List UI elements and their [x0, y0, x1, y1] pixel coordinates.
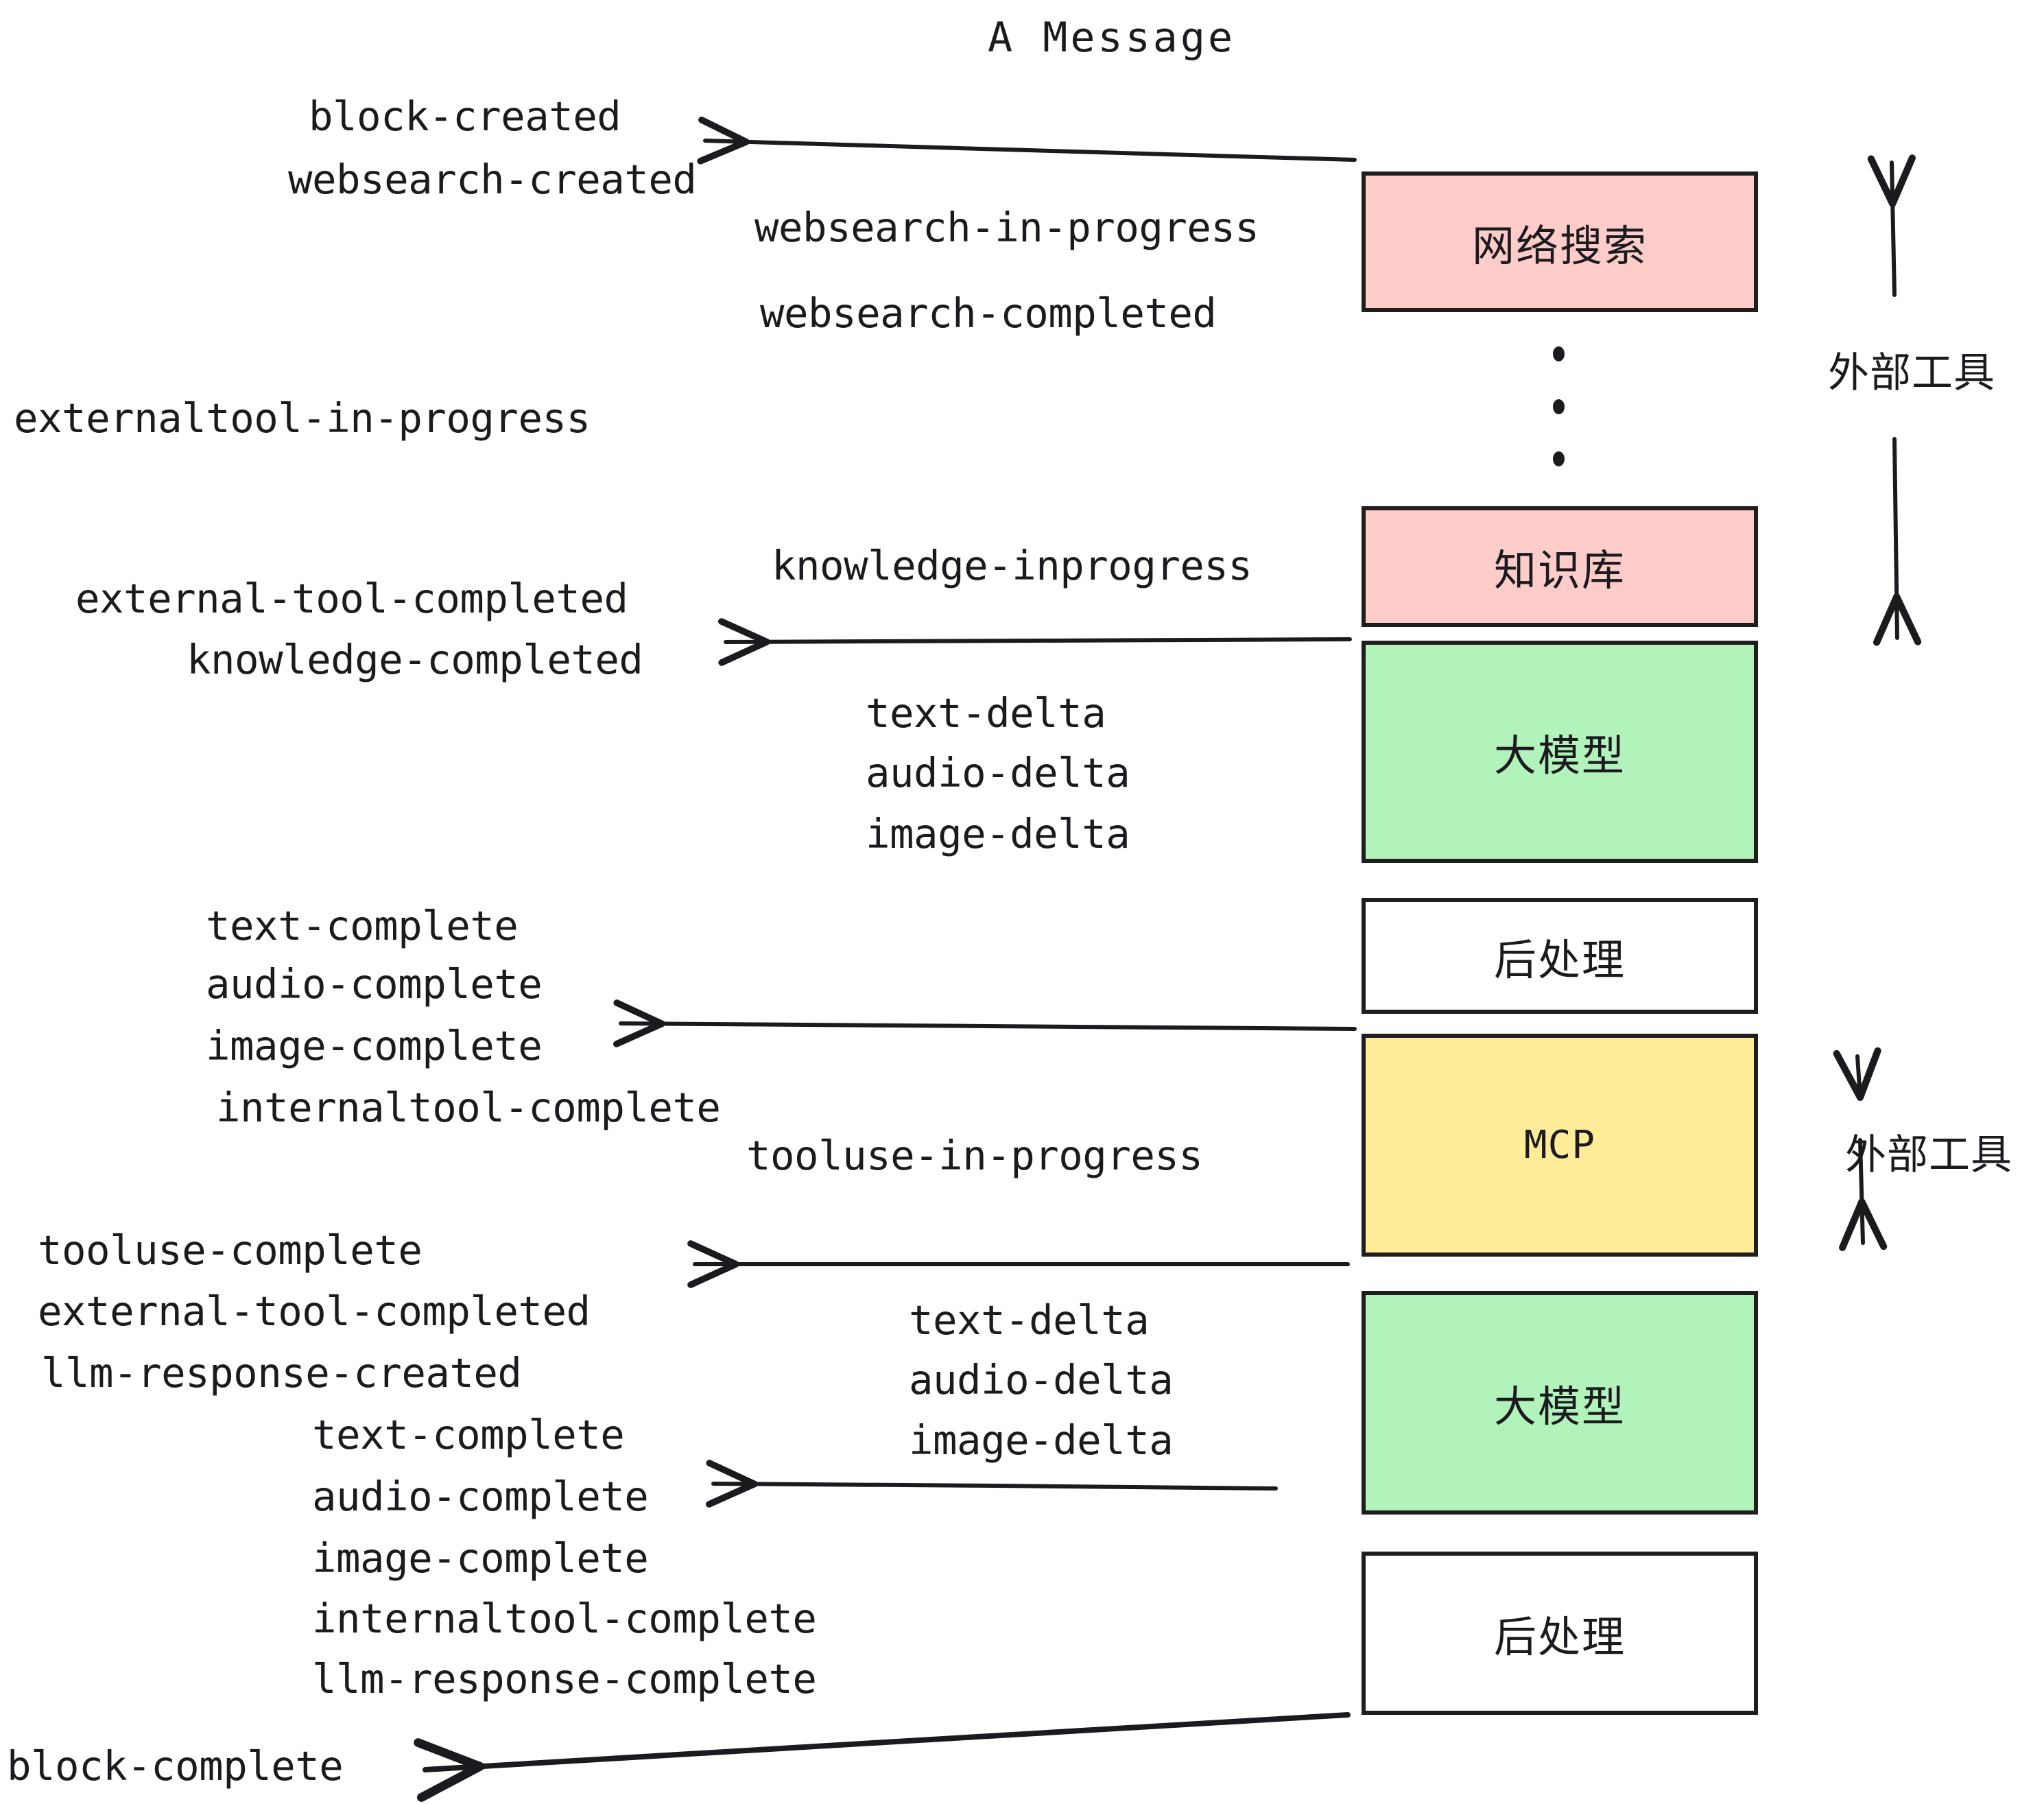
event-external-tool-completed-1: external-tool-completed [75, 575, 628, 622]
side-label-external-tools-bottom: 外部工具 [1845, 1132, 2012, 1178]
external-tools-bracket-bottom-up [1833, 1047, 1881, 1101]
node-label: MCP [1523, 1123, 1596, 1167]
node-llm-2[interactable]: 大模型 [1362, 1291, 1758, 1515]
arrow-websearch-to-block-created [697, 117, 1357, 165]
node-label: 大模型 [1493, 1384, 1626, 1431]
event-image-delta-1: image-delta [866, 810, 1130, 857]
external-tools-bracket-top-up [1867, 154, 1916, 297]
event-external-tool-completed-2: external-tool-completed [38, 1287, 591, 1335]
node-label: 后处理 [1493, 1614, 1626, 1661]
node-knowledge[interactable]: 知识库 [1362, 506, 1758, 627]
event-image-complete-2: image-complete [312, 1534, 649, 1582]
event-audio-complete-2: audio-complete [312, 1473, 649, 1520]
event-knowledge-inprogress: knowledge-inprogress [772, 542, 1252, 589]
event-tooluse-complete: tooluse-complete [38, 1226, 423, 1274]
event-websearch-created: websearch-created [288, 156, 697, 203]
external-tools-bracket-top-down [1873, 437, 1922, 646]
event-internaltool-complete-2: internaltool-complete [312, 1595, 817, 1642]
event-image-delta-2: image-delta [909, 1416, 1174, 1464]
event-text-complete-1: text-complete [206, 902, 519, 949]
event-audio-delta-2: audio-delta [909, 1356, 1174, 1403]
event-websearch-in-progress: websearch-in-progress [754, 204, 1259, 251]
event-block-complete: block-complete [7, 1742, 344, 1790]
event-text-delta-1: text-delta [866, 689, 1106, 737]
event-externaltool-in-progress: externaltool-in-progress [14, 394, 591, 442]
node-post-2[interactable]: 后处理 [1362, 1552, 1758, 1715]
event-audio-complete-1: audio-complete [206, 960, 543, 1008]
side-label-external-tools-top: 外部工具 [1828, 350, 1995, 396]
event-image-complete-1: image-complete [206, 1022, 543, 1069]
event-audio-delta-1: audio-delta [866, 749, 1130, 796]
vertical-ellipsis-icon [1552, 346, 1565, 466]
arrow-knowledge-to-completed [718, 618, 1352, 666]
event-llm-response-complete: llm-response-complete [312, 1655, 817, 1702]
node-label: 大模型 [1493, 733, 1626, 780]
node-label: 后处理 [1493, 936, 1626, 984]
node-llm-1[interactable]: 大模型 [1362, 641, 1758, 863]
arrow-post1-to-image-complete [613, 999, 1357, 1047]
arrow-llm2-to-audio-complete [705, 1460, 1278, 1508]
node-label: 知识库 [1493, 547, 1626, 595]
event-text-complete-2: text-complete [312, 1411, 625, 1458]
event-knowledge-completed: knowledge-completed [187, 636, 643, 683]
node-mcp[interactable]: MCP [1362, 1034, 1758, 1257]
node-label: 网络搜索 [1471, 222, 1648, 270]
node-post-1[interactable]: 后处理 [1362, 898, 1758, 1014]
event-llm-response-created: llm-response-created [41, 1349, 522, 1397]
diagram-title: A Message [988, 14, 1236, 62]
arrow-post2-to-block-complete [414, 1712, 1351, 1802]
node-websearch[interactable]: 网络搜索 [1362, 171, 1758, 312]
event-internaltool-complete-1: internaltool-complete [216, 1084, 721, 1131]
event-websearch-completed: websearch-completed [760, 289, 1217, 337]
event-text-delta-2: text-delta [909, 1296, 1150, 1344]
event-block-created: block-created [309, 93, 621, 140]
event-tooluse-in-progress: tooluse-in-progress [746, 1132, 1203, 1179]
